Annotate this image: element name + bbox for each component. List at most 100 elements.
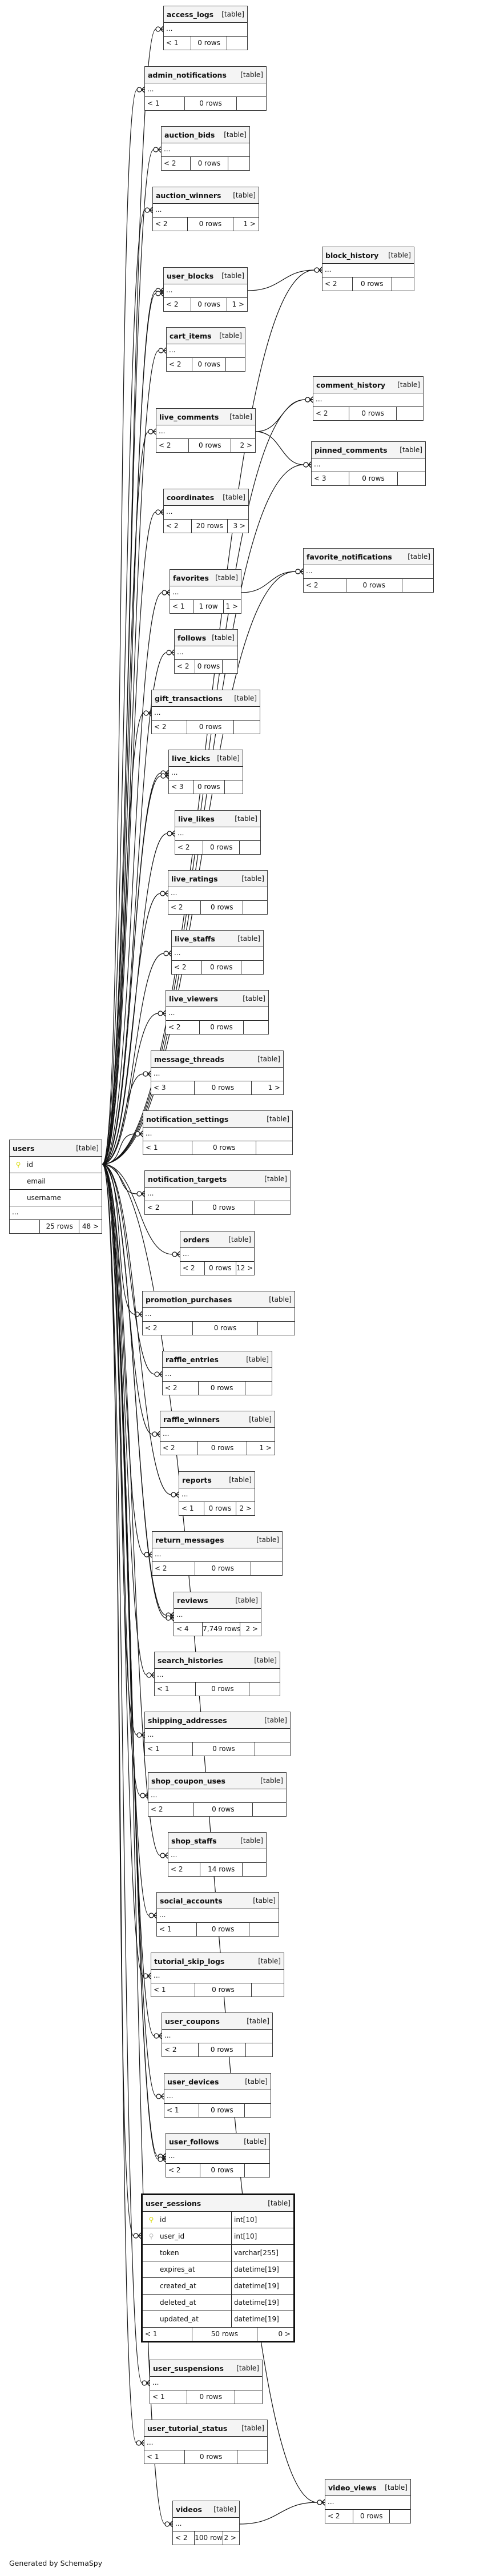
table-name[interactable]: search_histories [158,1656,223,1665]
table-header[interactable]: user_suspensions[table] [150,2360,262,2377]
parent-count[interactable]: < 1 [155,1683,196,1696]
table-name[interactable]: shop_coupon_uses [151,1776,225,1785]
parent-count[interactable]: < 2 [168,1863,201,1876]
child-count[interactable]: 2 > [245,1625,258,1633]
table-header[interactable]: notification_settings[table] [143,1111,292,1128]
parent-count[interactable]: < 2 [173,2531,195,2545]
table-name[interactable]: shop_staffs [171,1836,217,1845]
table-name[interactable]: return_messages [155,1535,224,1544]
table-header[interactable]: reviews[table] [174,1592,261,1609]
table-header[interactable]: cart_items[table] [167,328,245,344]
table-name[interactable]: notification_targets [148,1174,227,1184]
table-name[interactable]: live_comments [159,412,219,421]
child-count[interactable]: 2 > [240,441,252,449]
table-header[interactable]: message_threads[table] [151,1051,283,1068]
parent-count[interactable]: < 3 [169,780,193,794]
table-header[interactable]: favorites[table] [170,570,241,586]
parent-count[interactable] [10,1220,41,1233]
table-name[interactable]: follows [178,633,207,642]
table-name[interactable]: users [13,1144,35,1153]
child-count[interactable] [397,407,423,420]
child-count[interactable]: 12 > [236,1264,253,1272]
table-header[interactable]: notification_targets[table] [145,1171,290,1188]
table-header[interactable]: search_histories[table] [155,1652,280,1669]
table-header[interactable]: coordinates[table] [164,489,248,506]
parent-count[interactable]: < 2 [143,1322,193,1335]
table-name[interactable]: auction_bids [164,130,215,139]
child-count[interactable] [258,1322,295,1335]
table-header[interactable]: reports[table] [179,1472,255,1488]
child-count[interactable] [253,1803,286,1816]
child-count[interactable] [225,780,243,794]
table-header[interactable]: pinned_comments[table] [312,442,425,458]
table-name[interactable]: shipping_addresses [148,1716,227,1725]
table-name[interactable]: reports [182,1475,212,1484]
table-header[interactable]: users[table] [10,1140,102,1157]
table-header[interactable]: videos[table] [173,2501,239,2518]
child-count[interactable]: 1 > [232,300,244,308]
table-header[interactable]: user_coupons[table] [162,2013,272,2030]
parent-count[interactable]: < 1 [157,1923,197,1936]
table-name[interactable]: promotion_purchases [146,1295,232,1304]
table-header[interactable]: admin_notifications[table] [145,67,266,83]
table-name[interactable]: reviews [177,1596,208,1605]
parent-count[interactable]: < 2 [322,277,353,291]
parent-count[interactable]: < 2 [167,358,193,371]
parent-count[interactable]: < 4 [174,1623,203,1636]
parent-count[interactable]: < 2 [152,1562,195,1575]
table-name[interactable]: notification_settings [146,1114,229,1124]
table-header[interactable]: block_history[table] [322,247,414,264]
parent-count[interactable]: < 1 [145,1742,193,1756]
parent-count[interactable]: < 2 [164,298,192,311]
table-name[interactable]: message_threads [154,1054,224,1064]
table-name[interactable]: gift_transactions [155,694,223,703]
table-header[interactable]: tutorial_skip_logs[table] [151,1953,284,1970]
table-header[interactable]: gift_transactions[table] [152,690,260,707]
table-name[interactable]: user_blocks [167,271,214,280]
parent-count[interactable]: < 2 [168,901,201,914]
table-header[interactable]: favorite_notifications[table] [304,549,433,565]
child-count[interactable] [240,841,260,854]
child-count[interactable] [251,1562,282,1575]
table-name[interactable]: tutorial_skip_logs [154,1957,225,1966]
table-name[interactable]: coordinates [167,493,215,502]
child-count[interactable]: 48 > [82,1222,99,1230]
child-count[interactable] [227,37,247,50]
child-count[interactable] [252,1983,284,1997]
table-name[interactable]: pinned_comments [314,445,388,454]
child-count[interactable] [235,2390,262,2404]
column-row[interactable]: ⚲id [10,1157,102,1173]
table-name[interactable]: raffle_entries [166,1355,219,1364]
table-name[interactable]: live_likes [178,814,215,823]
parent-count[interactable]: < 1 [150,2390,187,2404]
table-header[interactable]: user_follows[table] [166,2134,269,2150]
table-header[interactable]: user_devices[table] [164,2074,271,2090]
child-count[interactable] [243,901,267,914]
parent-count[interactable]: < 2 [162,157,191,170]
table-name[interactable]: social_accounts [160,1896,223,1905]
parent-count[interactable]: < 1 [170,600,193,613]
child-count[interactable] [245,2104,271,2117]
table-name[interactable]: comment_history [316,380,386,389]
table-name[interactable]: user_sessions [146,2199,201,2208]
parent-count[interactable]: < 2 [325,2510,354,2523]
parent-count[interactable]: < 2 [172,961,202,974]
column-row[interactable]: username [10,1190,102,1206]
parent-count[interactable]: < 2 [180,1262,205,1275]
